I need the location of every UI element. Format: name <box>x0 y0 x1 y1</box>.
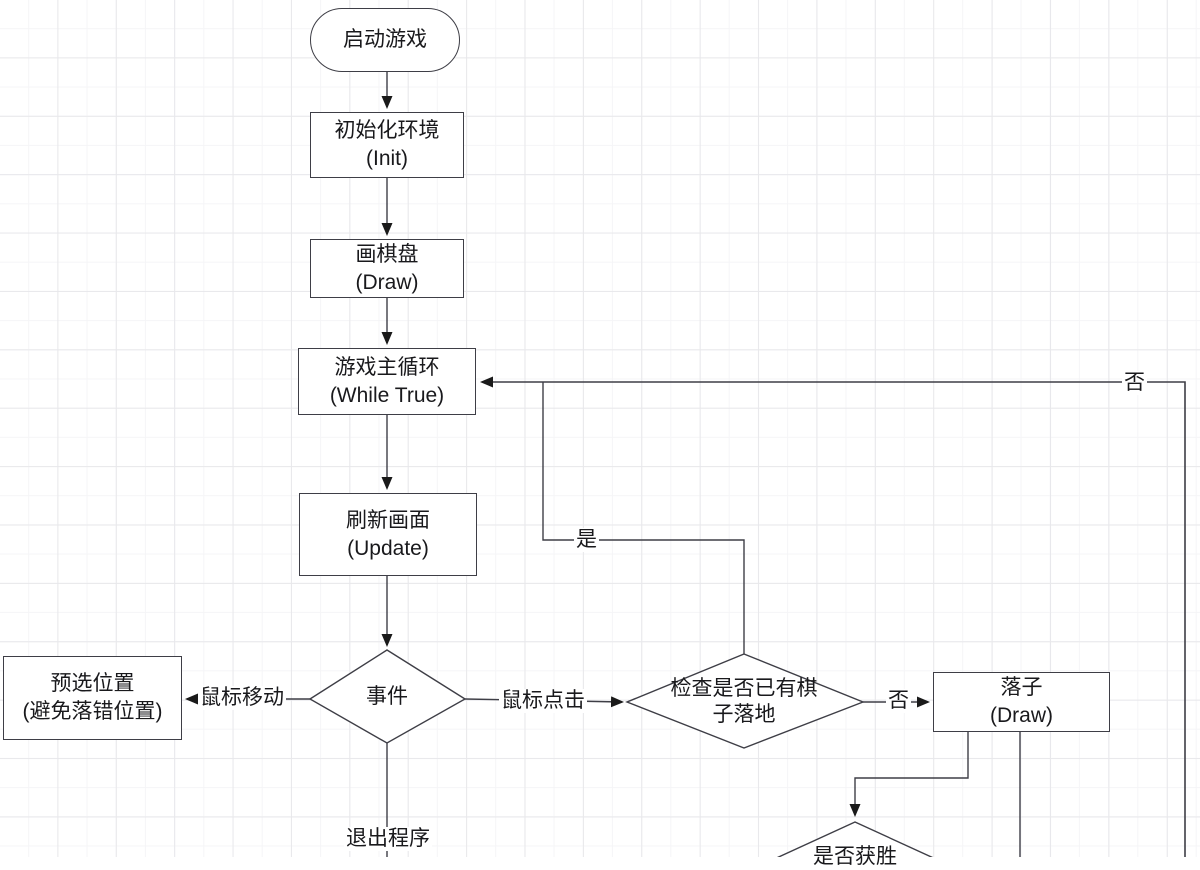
edge-no-return-to-mainloop <box>480 376 1186 857</box>
start-node: 启动游戏 <box>310 8 460 72</box>
main-loop-node: 游戏主循环 (While True) <box>298 348 476 415</box>
check-piece-decision-label: 检查是否已有棋 子落地 <box>654 676 834 728</box>
edge-label-no-top: 否 <box>1122 371 1147 395</box>
update-line1: 刷新画面 <box>346 508 430 532</box>
place-piece-line2: (Draw) <box>990 704 1053 727</box>
event-decision-label: 事件 <box>366 685 408 708</box>
init-node: 初始化环境 (Init) <box>310 112 464 178</box>
event-decision-shape <box>308 649 467 744</box>
draw-board-line1: 画棋盘 <box>355 242 419 266</box>
start-node-label: 启动游戏 <box>343 28 427 51</box>
win-check-decision-label: 是否获胜 <box>813 845 897 868</box>
draw-board-line2: (Draw) <box>355 270 419 294</box>
preselect-line2: (避免落错位置) <box>22 700 163 723</box>
preselect-line1: 预选位置 <box>50 672 135 695</box>
edge-place-to-wincheck <box>849 732 969 817</box>
main-loop-line1: 游戏主循环 <box>334 355 440 379</box>
init-node-line2: (Init) <box>366 147 408 170</box>
init-node-line1: 初始化环境 <box>334 119 440 142</box>
edge-label-mouse-move: 鼠标移动 <box>198 686 286 710</box>
place-piece-node: 落子 (Draw) <box>933 672 1110 732</box>
edge-label-no-place: 否 <box>886 689 911 713</box>
win-check-decision-shape <box>776 821 934 857</box>
update-line2: (Update) <box>347 536 429 560</box>
check-piece-decision-shape <box>625 653 865 749</box>
place-piece-line1: 落子 <box>1000 676 1043 699</box>
edge-checkpiece-yes-to-mainloop <box>542 382 745 654</box>
draw-board-node: 画棋盘 (Draw) <box>310 239 464 298</box>
edge-label-exit-program: 退出程序 <box>344 827 432 851</box>
edge-label-yes: 是 <box>574 528 599 552</box>
check-piece-line2: 子落地 <box>712 703 776 726</box>
edge-label-mouse-click: 鼠标点击 <box>499 689 587 713</box>
check-piece-line1: 检查是否已有棋 <box>670 677 818 700</box>
preselect-node: 预选位置 (避免落错位置) <box>3 656 182 740</box>
update-node: 刷新画面 (Update) <box>299 493 477 576</box>
main-loop-line2: (While True) <box>329 383 445 407</box>
